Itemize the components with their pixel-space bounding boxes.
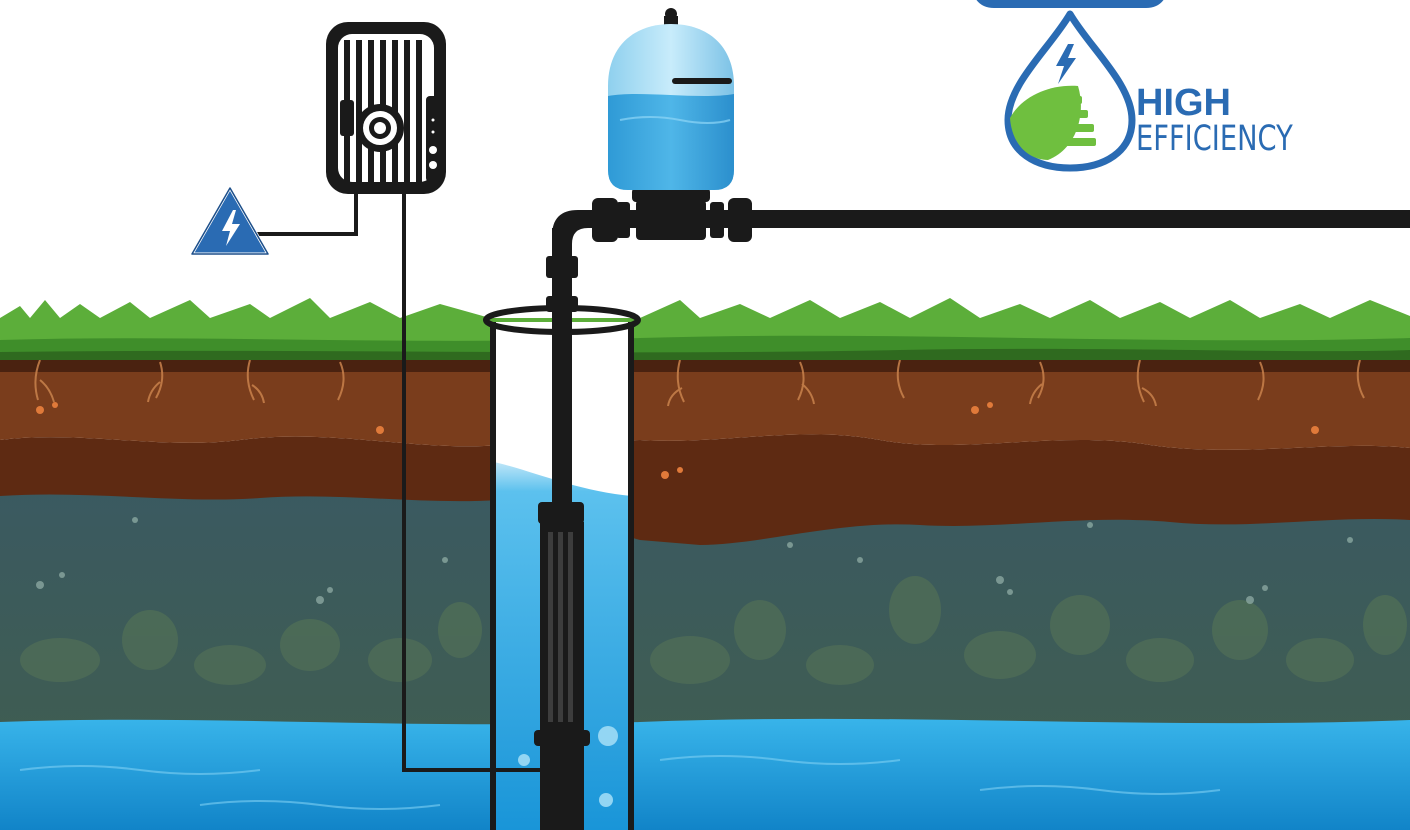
electric-hazard-icon (190, 186, 270, 256)
badge-line-efficiency: EFFICIENCY (1136, 119, 1293, 159)
groundwater-ripples (19, 755, 1221, 810)
wiring (248, 190, 540, 772)
topsoil-layer (0, 350, 1410, 450)
casing-left-wall (490, 322, 496, 830)
badge-line-high: HIGH (1136, 82, 1231, 124)
casing-right-wall (628, 322, 634, 830)
pressure-tank (608, 8, 734, 204)
submersible-pump (534, 502, 590, 830)
leaf-water-drop-bolt-icon (976, 0, 1164, 172)
soil-specks (36, 402, 1319, 479)
high-efficiency-label: HIGH EFFICIENCY (1136, 84, 1337, 157)
grass-edge (0, 348, 1410, 360)
stones (20, 576, 1407, 685)
drop-pipe (546, 228, 578, 524)
groundwater-layer (0, 718, 1410, 830)
surface-pipe (552, 198, 1410, 256)
pump-controller-icon (326, 22, 446, 194)
ground-layers (0, 298, 1410, 830)
subsoil-layer (0, 434, 1410, 545)
roots (34, 359, 1365, 407)
